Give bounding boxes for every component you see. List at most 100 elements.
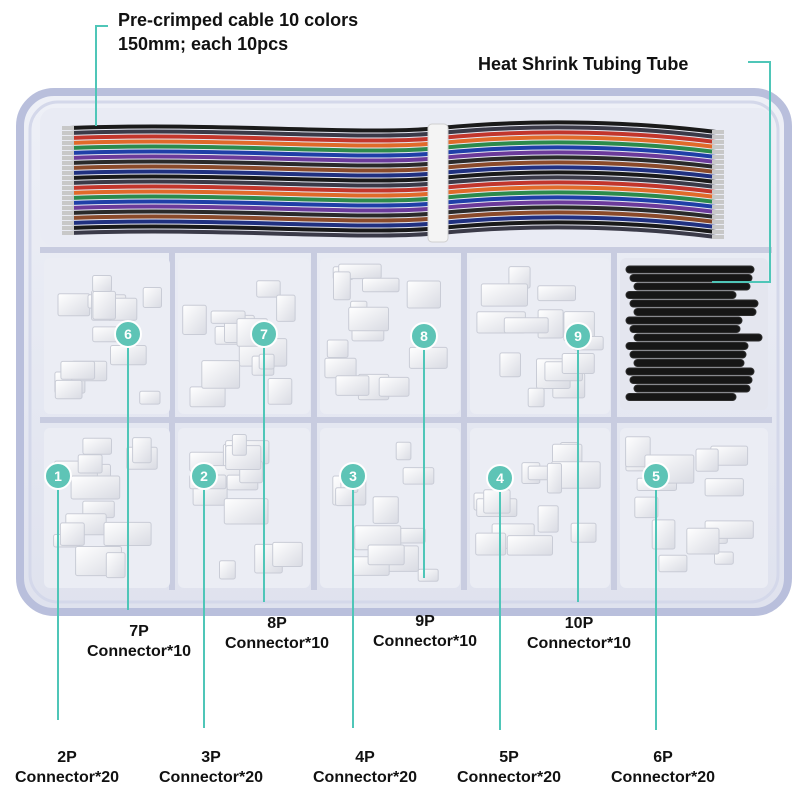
connector-housing xyxy=(625,436,651,468)
label-2p-qty: Connector*20 xyxy=(14,769,120,786)
label-7p: 7P Connector*10 xyxy=(76,622,202,662)
heat-shrink-tube xyxy=(629,376,753,384)
connector-housing xyxy=(333,271,351,301)
connector-housing xyxy=(59,522,85,546)
callout-lines xyxy=(57,25,771,730)
connector-housing xyxy=(105,552,126,579)
connector-housing xyxy=(408,346,448,369)
connector-housing xyxy=(546,462,563,494)
heat-shrink-tube xyxy=(625,393,737,401)
connector-housing xyxy=(651,519,676,550)
marker-number: 5 xyxy=(652,468,660,484)
marker-number: 3 xyxy=(349,468,357,484)
connector-housing xyxy=(139,390,161,405)
label-8p-size: 8P xyxy=(267,615,287,632)
marker-circle xyxy=(250,320,278,348)
connector-housing xyxy=(54,379,83,400)
connector-housing xyxy=(70,475,121,500)
heat-shrink-tube xyxy=(625,342,749,350)
connector-housing xyxy=(537,285,576,302)
label-3p-qty: Connector*20 xyxy=(158,769,264,786)
label-8p: 8P Connector*10 xyxy=(214,614,340,654)
label-10p-size: 10P xyxy=(564,615,594,632)
heat-shrink-tube xyxy=(629,350,747,359)
marker-number: 1 xyxy=(54,468,62,484)
marker-number: 7 xyxy=(260,326,268,342)
label-5p: 5P Connector*20 xyxy=(446,748,572,788)
label-6p: 6P Connector*20 xyxy=(600,748,726,788)
marker-number: 2 xyxy=(200,468,208,484)
connector-housing xyxy=(480,283,528,307)
label-3p: 3P Connector*20 xyxy=(148,748,274,788)
connector-housing xyxy=(658,554,688,573)
connector-housing xyxy=(506,535,553,556)
heat-shrink-tube xyxy=(633,359,745,367)
connector-housing xyxy=(142,287,162,308)
heat-shrink-tube xyxy=(633,282,751,291)
connector-housing xyxy=(475,532,507,556)
label-4p: 4P Connector*20 xyxy=(302,748,428,788)
marker-circle xyxy=(339,462,367,490)
cable-callout-line2: 150mm; each 10pcs xyxy=(118,34,289,54)
label-2p: 2P Connector*20 xyxy=(4,748,130,788)
marker-number: 8 xyxy=(420,328,428,344)
connector-housing xyxy=(395,441,412,461)
connector-housing xyxy=(219,560,236,580)
connector-housing xyxy=(335,487,355,507)
label-7p-size: 7P xyxy=(129,623,149,640)
marker-circle xyxy=(410,322,438,350)
label-9p-qty: Connector*10 xyxy=(372,633,478,650)
connector-housing xyxy=(634,496,659,519)
connector-housing xyxy=(348,306,390,332)
marker-circle xyxy=(642,462,670,490)
connector-housing xyxy=(82,437,113,455)
heat-shrink-tube xyxy=(633,333,763,342)
cable-callout: Pre-crimped cable 10 colors 150mm; each … xyxy=(118,8,358,56)
heat-shrink-tube xyxy=(629,299,759,308)
connector-housing xyxy=(276,294,296,322)
connector-housing xyxy=(570,522,597,543)
connector-housing xyxy=(326,339,349,358)
label-10p: 10P Connector*10 xyxy=(516,614,642,654)
label-8p-qty: Connector*10 xyxy=(224,635,330,652)
connector-housing xyxy=(60,360,96,380)
label-3p-size: 3P xyxy=(201,749,221,766)
connector-housing xyxy=(92,275,112,292)
cable-bundle xyxy=(62,120,724,239)
heat-shrink-callout: Heat Shrink Tubing Tube xyxy=(478,54,689,74)
connector-housing xyxy=(92,290,117,320)
connector-housing xyxy=(201,360,241,389)
connector-housing xyxy=(272,541,303,568)
connector-housing xyxy=(57,293,91,317)
marker-number: 4 xyxy=(496,470,504,486)
label-9p: 9P Connector*10 xyxy=(362,612,488,652)
connector-housing xyxy=(686,527,720,555)
connector-housing xyxy=(256,280,281,298)
connector-housing xyxy=(537,505,559,533)
connector-housing xyxy=(527,387,545,408)
connector-housing xyxy=(483,489,511,514)
connector-housing xyxy=(362,277,400,293)
cable-tie xyxy=(427,123,449,243)
label-9p-size: 9P xyxy=(415,613,435,630)
heat-shrink-tube xyxy=(625,291,737,299)
cable-callout-line1: Pre-crimped cable 10 colors xyxy=(118,10,359,30)
heat-shrink-tube xyxy=(625,367,755,376)
label-2p-size: 2P xyxy=(57,749,77,766)
connector-housing xyxy=(77,454,103,474)
marker-number: 9 xyxy=(574,328,582,344)
connector-housing xyxy=(223,498,269,525)
connector-housing xyxy=(402,467,435,485)
connector-housing xyxy=(372,496,399,524)
label-5p-size: 5P xyxy=(499,749,519,766)
marker-circle xyxy=(190,462,218,490)
label-4p-qty: Connector*20 xyxy=(312,769,418,786)
connector-housing xyxy=(503,317,549,334)
connector-housing xyxy=(132,437,152,464)
compartment-dividers xyxy=(40,247,772,590)
connector-housing xyxy=(378,376,410,397)
connector-housing xyxy=(695,448,719,472)
